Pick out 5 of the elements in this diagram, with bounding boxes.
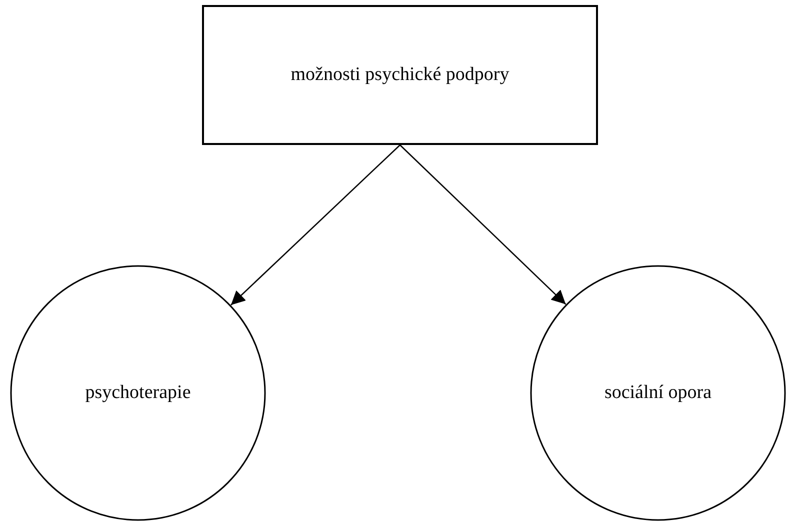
node-label: sociální opora [604, 382, 712, 404]
node-label: možnosti psychické podpory [290, 64, 510, 86]
arrow [230, 144, 400, 306]
node-label: psychoterapie [85, 382, 191, 404]
arrow [400, 144, 566, 305]
